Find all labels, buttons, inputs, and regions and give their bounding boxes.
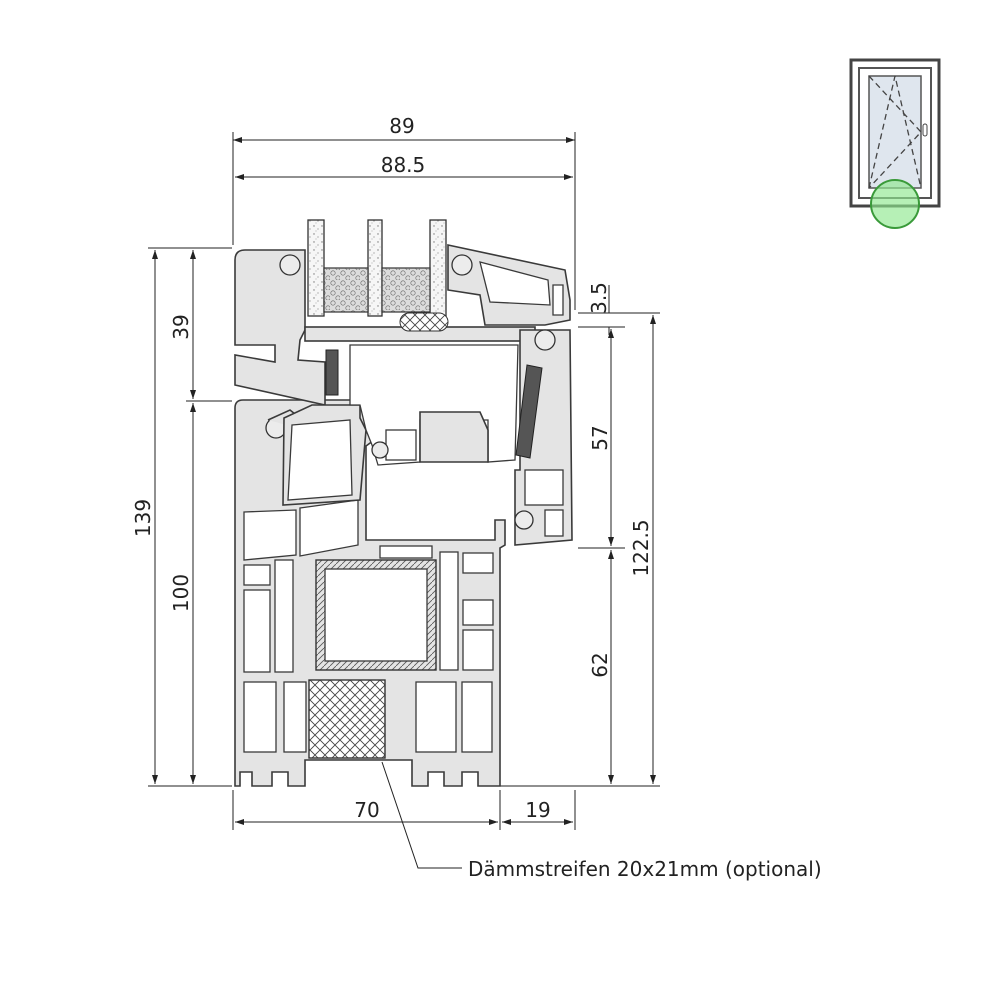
green-circle-marker — [870, 179, 920, 229]
sash-profile — [234, 244, 573, 546]
dim-label-right-lower: 62 — [588, 652, 612, 677]
dim-label-bottom-small: 19 — [525, 798, 550, 822]
dimension-lines — [148, 132, 660, 830]
annotation-leader — [381, 761, 462, 869]
dim-label-right-upper: 57 — [588, 425, 612, 450]
dim-label-top-inner: 88.5 — [381, 153, 426, 177]
annotation-insulation-strip: Dämmstreifen 20x21mm (optional) — [468, 857, 822, 881]
glass-unit — [307, 219, 449, 332]
dim-label-right-small: 3.5 — [587, 282, 611, 314]
dim-label-top-overall: 89 — [389, 114, 414, 138]
dim-label-bottom-main: 70 — [354, 798, 379, 822]
dim-label-right-total: 122.5 — [629, 519, 653, 576]
dim-label-left-upper: 39 — [169, 314, 193, 339]
dim-label-left-total: 139 — [131, 499, 155, 537]
insulation-strip — [308, 679, 386, 759]
dim-label-left-lower: 100 — [169, 574, 193, 612]
